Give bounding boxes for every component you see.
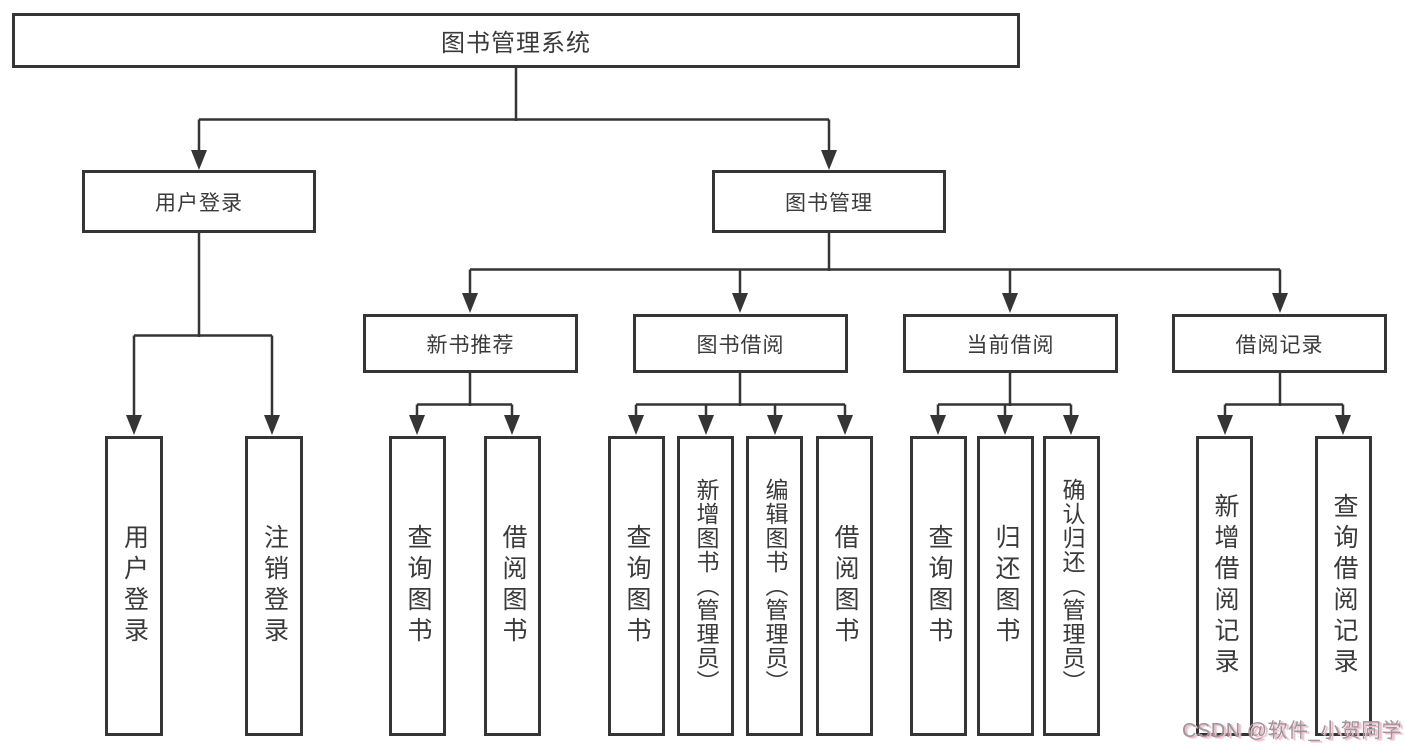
leaf-query-borrow-record: 查询借阅记录 <box>1315 436 1372 736</box>
node-current-borrowing: 当前借阅 <box>903 314 1118 373</box>
node-new-book-recommend: 新书推荐 <box>363 314 578 373</box>
csdn-watermark: CSDN @软件_小贺同学 <box>1182 720 1403 742</box>
node-book-borrowing: 图书借阅 <box>633 314 848 373</box>
node-borrowing-records: 借阅记录 <box>1172 314 1387 373</box>
leaf-query-books-current: 查询图书 <box>910 436 967 736</box>
leaf-borrow-books-borrowing: 借阅图书 <box>816 436 873 736</box>
leaf-confirm-return-admin: 确认归还（管理员） <box>1043 436 1100 736</box>
leaf-add-borrow-record: 新增借阅记录 <box>1196 436 1253 736</box>
node-book-management: 图书管理 <box>712 170 946 233</box>
leaf-query-books-recommend: 查询图书 <box>389 436 446 736</box>
leaf-logout: 注销登录 <box>245 436 303 736</box>
leaf-return-book: 归还图书 <box>977 436 1034 736</box>
leaf-user-login: 用户登录 <box>105 436 163 736</box>
node-library-management-system: 图书管理系统 <box>12 13 1020 68</box>
leaf-query-books-borrowing: 查询图书 <box>608 436 665 736</box>
node-user-login: 用户登录 <box>82 170 316 233</box>
connector-stems <box>132 68 1345 418</box>
leaf-edit-book-admin: 编辑图书（管理员） <box>746 436 803 736</box>
leaf-add-book-admin: 新增图书（管理员） <box>677 436 734 736</box>
leaf-borrow-books-recommend: 借阅图书 <box>484 436 541 736</box>
